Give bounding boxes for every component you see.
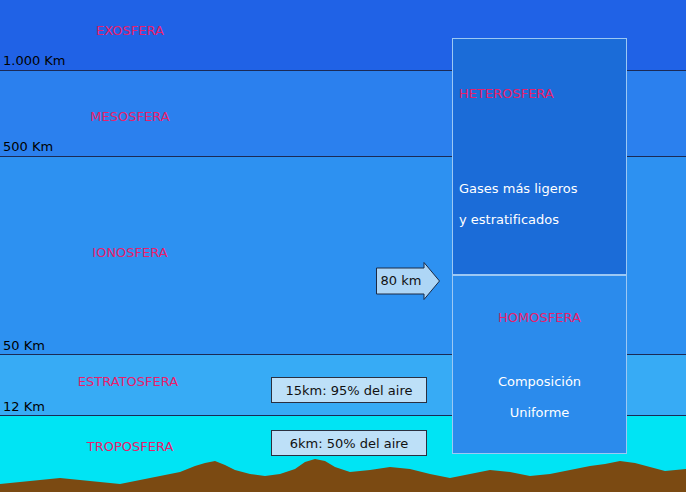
altitude-label: 50 Km: [3, 337, 45, 354]
arrow-shape: [377, 263, 440, 300]
sphere-description: Gases más ligeros y estratificados: [459, 173, 583, 235]
altitude-label: 1.000 Km: [3, 52, 66, 69]
layer-name: EXOSFERA: [50, 22, 210, 39]
altitude-value: 80 km: [376, 272, 426, 289]
altitude-label: 12 Km: [3, 398, 45, 415]
sphere-name: HOMOSFERA: [453, 309, 626, 326]
mountain-ground: [0, 459, 686, 492]
altitude-arrow: 80 km: [376, 262, 440, 300]
sphere-box: HETEROSFERA Gases más ligeros y estratifi…: [452, 38, 627, 275]
layer-name: TROPOSFERA: [50, 438, 210, 455]
layer-name: ESTRATOSFERA: [40, 373, 216, 390]
layer-name: IONOSFERA: [50, 244, 210, 261]
note-text: 6km: 50% del aire: [272, 435, 426, 452]
note-box: 15km: 95% del aire: [271, 377, 427, 403]
sphere-description: Composición Uniforme: [474, 366, 605, 428]
sphere-name: HETEROSFERA: [459, 85, 619, 102]
layer-name: MESOSFERA: [50, 108, 210, 125]
note-text: 15km: 95% del aire: [272, 382, 426, 399]
altitude-label: 500 Km: [3, 138, 53, 155]
note-box: 6km: 50% del aire: [271, 430, 427, 456]
sphere-box: HOMOSFERA Composición Uniforme: [452, 275, 627, 454]
